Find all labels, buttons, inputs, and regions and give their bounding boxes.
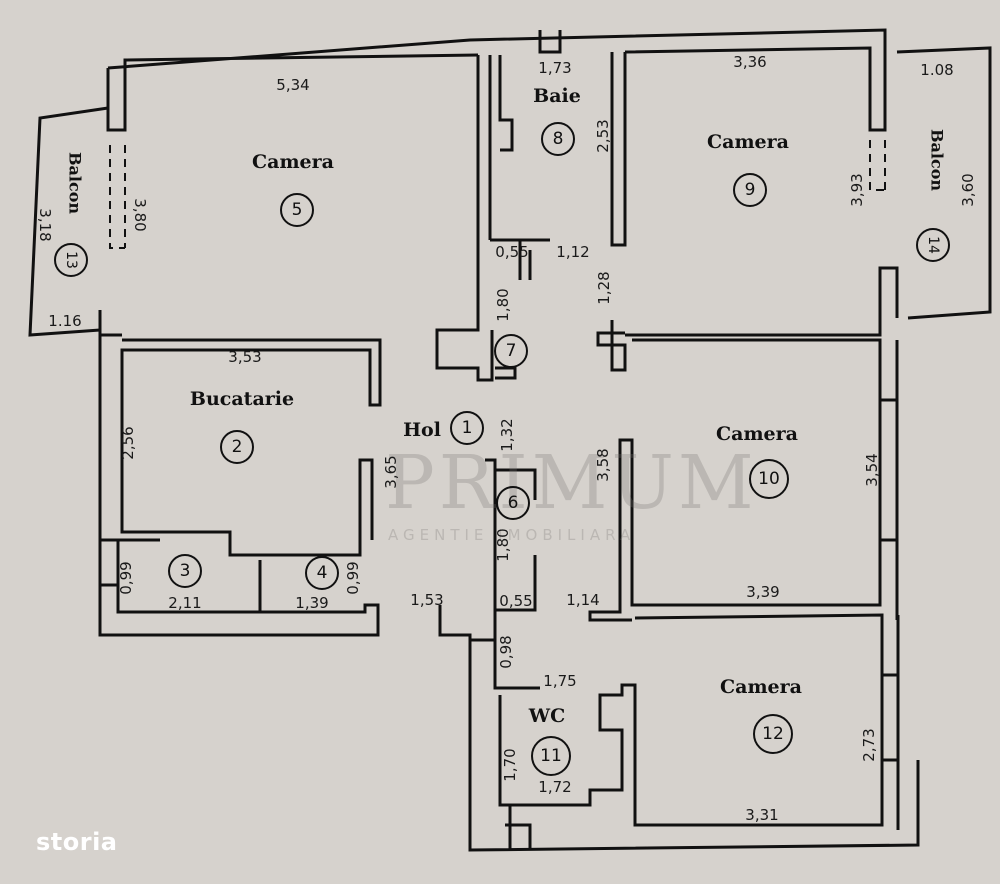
room-13-name: Balcon (65, 151, 85, 215)
dim-label: 1,80 (494, 528, 512, 562)
dim-label: 3,60 (959, 173, 977, 207)
room-10-name: Camera (716, 423, 798, 445)
watermark-tagline: AGENTIE IMOBILIARA (388, 526, 636, 544)
dim-label: 0,98 (497, 635, 515, 669)
dim-label: 5,34 (276, 76, 310, 94)
room-4-number: 4 (305, 556, 339, 590)
dim-label: 1,73 (538, 59, 572, 77)
room-14-name: Balcon (927, 128, 947, 192)
dim-label: 3,18 (36, 208, 54, 242)
dim-label: 3,65 (382, 455, 400, 489)
room-1-number: 1 (450, 411, 484, 445)
room-10-number: 10 (749, 459, 789, 499)
room-11-number: 11 (531, 736, 571, 776)
storia-logo: storia (36, 828, 118, 856)
dim-label: 3,31 (745, 806, 779, 824)
dim-label: 1,80 (494, 288, 512, 322)
dim-label: 1.08 (920, 61, 954, 79)
room-9-name: Camera (707, 131, 789, 153)
room-6-number: 6 (496, 486, 530, 520)
dim-label: 0,55 (495, 243, 529, 261)
dim-label: 3,36 (733, 53, 767, 71)
dim-label: 3,93 (848, 173, 866, 207)
room-5-number: 5 (280, 193, 314, 227)
dim-label: 0,99 (344, 561, 362, 595)
dim-label: 1,39 (295, 594, 329, 612)
room-2-name: Bucatarie (189, 388, 295, 410)
dim-label: 1,72 (538, 778, 572, 796)
room-3-number: 3 (168, 554, 202, 588)
room-13-number: 13 (54, 243, 88, 277)
dim-label: 2,73 (860, 728, 878, 762)
dim-label: 1,12 (556, 243, 590, 261)
dim-label: 1.16 (48, 312, 82, 330)
dim-label: 3,80 (131, 198, 149, 232)
dim-label: 3,58 (594, 448, 612, 482)
dim-label: 0,99 (117, 561, 135, 595)
room-7-number: 7 (494, 334, 528, 368)
room-14-number: 14 (916, 228, 950, 262)
room-8-name: Baie (533, 85, 581, 107)
watermark-brand: PRIMUM (385, 440, 758, 526)
dim-label: 1,32 (498, 418, 516, 452)
room-1-name: Hol (403, 419, 441, 441)
room-2-number: 2 (220, 430, 254, 464)
dim-label: 2,56 (119, 426, 137, 460)
room-5-name: Camera (252, 151, 334, 173)
room-8-number: 8 (541, 122, 575, 156)
dim-label: 3,39 (746, 583, 780, 601)
dim-label: 1,75 (543, 672, 577, 690)
room-12-number: 12 (753, 714, 793, 754)
room-12-name: Camera (720, 676, 802, 698)
dim-label: 3,54 (863, 453, 881, 487)
dim-label: 2,53 (594, 119, 612, 153)
dim-label: 1,53 (410, 591, 444, 609)
dim-label: 2,11 (168, 594, 202, 612)
dim-label: 1,70 (501, 748, 519, 782)
dim-label: 3,53 (228, 348, 262, 366)
dim-label: 1,14 (566, 591, 600, 609)
dim-label: 0,55 (499, 592, 533, 610)
dim-label: 1,28 (595, 271, 613, 305)
room-9-number: 9 (733, 173, 767, 207)
room-11-name: WC (528, 705, 566, 727)
